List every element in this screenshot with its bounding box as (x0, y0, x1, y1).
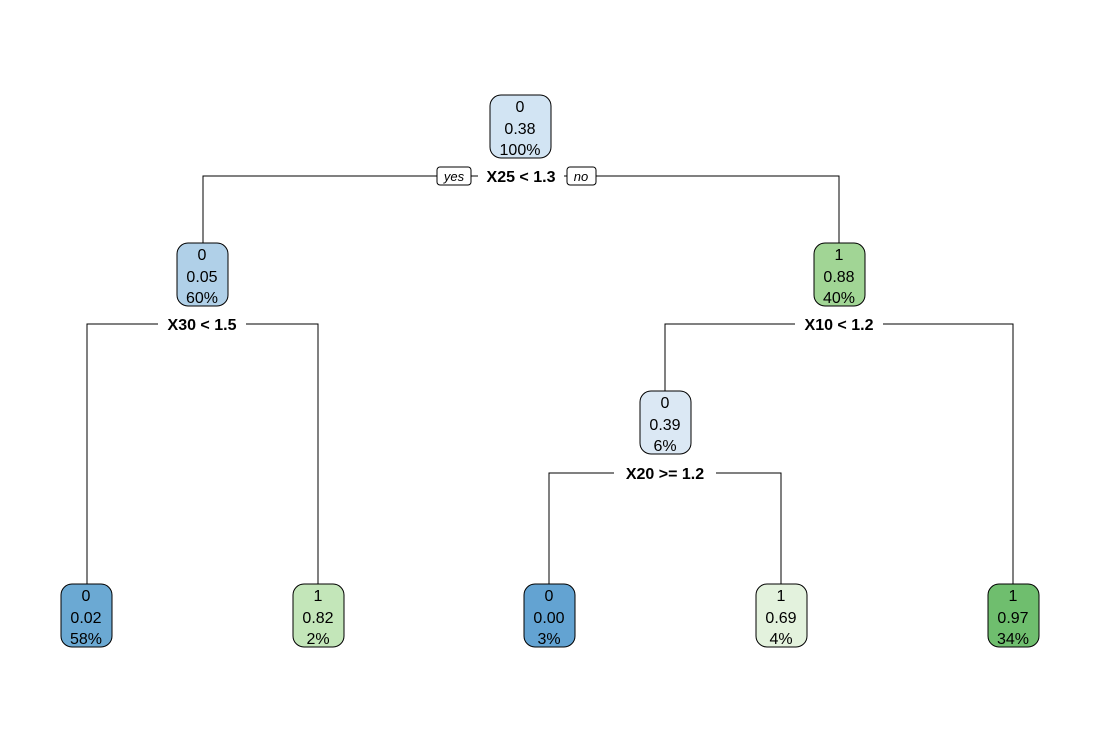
yes-label-box (436, 166, 472, 186)
split-label-n2: X30 < 1.5 (168, 317, 237, 334)
node-class: 0 (661, 395, 670, 412)
node-prob: 0.97 (997, 610, 1028, 627)
node-class: 1 (777, 588, 786, 605)
split-label-n3: X10 < 1.2 (805, 317, 874, 334)
node-prob: 0.38 (504, 121, 535, 138)
node-pct: 58% (70, 631, 102, 648)
tree-node-n12: 0 0.00 3% (523, 583, 576, 648)
node-box (639, 390, 692, 455)
tree-node-n13: 1 0.69 4% (755, 583, 808, 648)
node-pct: 34% (997, 631, 1029, 648)
node-box (987, 583, 1040, 648)
tree-node-n7: 1 0.97 34% (987, 583, 1040, 648)
node-prob: 0.69 (765, 610, 796, 627)
split-label-root: X25 < 1.3 (487, 169, 556, 186)
edge-root (202, 175, 840, 243)
node-box (755, 583, 808, 648)
tree-edges (86, 175, 1014, 584)
node-box (489, 94, 552, 159)
tree-node-n4: 0 0.02 58% (60, 583, 113, 648)
tree-node-n6: 0 0.39 6% (639, 390, 692, 455)
node-prob: 0.02 (70, 610, 101, 627)
node-prob: 0.39 (649, 417, 680, 434)
node-box (523, 583, 576, 648)
edge-n6 (548, 472, 782, 584)
node-prob: 0.00 (533, 610, 564, 627)
node-pct: 100% (500, 142, 541, 159)
tree-node-root: 0 0.38 100% (489, 94, 552, 159)
node-pct: 4% (769, 631, 792, 648)
node-box (813, 242, 866, 307)
node-prob: 0.88 (823, 269, 854, 286)
node-class: 1 (835, 247, 844, 264)
edge-labels: yes no (436, 166, 597, 186)
split-label-n6: X20 >= 1.2 (626, 466, 704, 483)
yes-label: yes (443, 169, 465, 184)
node-class: 0 (198, 247, 207, 264)
edge-n2 (86, 323, 319, 584)
node-class: 0 (82, 588, 91, 605)
split-bg-root (478, 166, 564, 186)
split-bg-n2 (158, 314, 246, 334)
edge-n3 (664, 323, 1014, 584)
no-label-box (566, 166, 597, 186)
split-bg-n3 (795, 314, 883, 334)
node-prob: 0.82 (302, 610, 333, 627)
node-class: 1 (1009, 588, 1018, 605)
node-class: 0 (516, 99, 525, 116)
node-prob: 0.05 (186, 269, 217, 286)
node-pct: 60% (186, 290, 218, 307)
tree-node-n2: 0 0.05 60% (176, 242, 229, 307)
node-pct: 2% (306, 631, 329, 648)
node-pct: 6% (653, 438, 676, 455)
node-pct: 40% (823, 290, 855, 307)
no-label: no (574, 169, 588, 184)
split-labels: X25 < 1.3 X30 < 1.5 X10 < 1.2 X20 >= 1.2 (158, 166, 883, 483)
tree-nodes: 0 0.38 100% 0 0.05 60% 1 0.88 40% 0 0.39… (60, 94, 1040, 648)
split-bg-n6 (614, 463, 716, 483)
node-box (176, 242, 229, 307)
node-box (292, 583, 345, 648)
node-pct: 3% (537, 631, 560, 648)
tree-node-n3: 1 0.88 40% (813, 242, 866, 307)
node-class: 0 (545, 588, 554, 605)
node-class: 1 (314, 588, 323, 605)
node-box (60, 583, 113, 648)
tree-node-n5: 1 0.82 2% (292, 583, 345, 648)
